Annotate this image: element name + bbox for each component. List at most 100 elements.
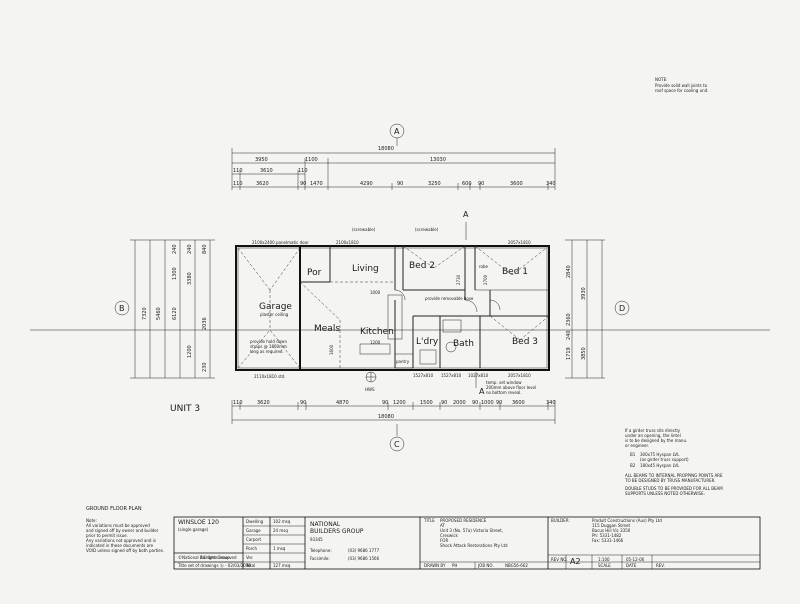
area-label-1: Garage: [246, 528, 261, 533]
dim-left-4: 1300: [172, 267, 178, 280]
window-bath: 1527x810: [441, 373, 462, 378]
dim-bot-2: 90: [300, 400, 306, 406]
model-name: WINSLOE 120: [178, 519, 219, 526]
dim-top-r3-7: 600: [462, 181, 472, 187]
scale-label: SCALE: [598, 563, 611, 568]
area-value-5: 127 msq: [273, 563, 291, 568]
grid-label-b: B: [119, 304, 125, 313]
note-bl-line-2: and signed off by owner and builder: [86, 528, 159, 533]
plan-title: GROUND FLOOR PLAN: [86, 506, 142, 512]
dim-bot-7: 90: [441, 400, 447, 406]
builder-line-5: Fax: 5331-1466: [592, 538, 624, 543]
bed2-screwable: (screwable): [415, 227, 439, 232]
telephone-label: Telephone:: [309, 548, 332, 553]
company-name-2: BUILDERS GROUP: [310, 528, 364, 535]
kitchen-bench: [387, 294, 403, 340]
meals-dim: 1600: [329, 344, 334, 355]
dim-top-r3-2: 90: [300, 181, 306, 187]
dim-bot-3: 4870: [336, 400, 349, 406]
dim-bot-10: 1000: [481, 400, 494, 406]
note-right-line-2: under an opening, the lintel: [625, 433, 681, 438]
dim-bot-0: 110: [233, 400, 243, 406]
unit-label: UNIT 3: [170, 404, 200, 414]
grid-bubble-d: [614, 300, 630, 316]
area-label-3: Porch: [246, 546, 257, 551]
builder-line-4: Ph: 5331-1482: [592, 533, 622, 538]
model-sub: (single garage): [178, 527, 209, 532]
dim-bot-9: 90: [472, 400, 478, 406]
room-bed-2: Bed 2: [409, 261, 435, 271]
note-top-line-1: Provide solid wall joints to: [655, 83, 708, 88]
company-no: 93345: [310, 537, 323, 542]
dim-bot-4: 90: [382, 400, 388, 406]
builder-line-1: Prodult Constructions (Aus) Pty Ltd: [592, 518, 662, 523]
dim-left-0: 7320: [142, 307, 148, 320]
rev-no: A2: [570, 557, 581, 566]
company-name-1: NATIONAL: [310, 521, 341, 528]
hws-label: HWS: [365, 387, 375, 392]
bed1-dim: 2700: [483, 274, 488, 285]
area-label-5: Total: [245, 563, 255, 568]
job-no: NBG56-662: [505, 563, 528, 568]
dim-top-r3-3: 1470: [310, 181, 323, 187]
dim-left-10: 230: [202, 362, 208, 372]
drawn-by: PH: [452, 563, 457, 568]
bed2-dim: 2730: [456, 274, 461, 285]
dim-top-r3-4: 4290: [360, 181, 373, 187]
area-label-4: Ver.: [246, 555, 253, 560]
title-label: TITLE: [423, 518, 435, 523]
window-bed-1: 2057x1810: [508, 240, 531, 245]
title-block: [173, 516, 761, 570]
grid-bubble-b: [114, 300, 130, 316]
room-garage: Garage: [259, 302, 292, 312]
room-kitchen: Kitchen: [360, 327, 394, 337]
note-bl-line-4: Any variations not approved and is: [86, 538, 156, 543]
dim-top-total: 18080: [378, 146, 394, 152]
kitchen-dim: 1200: [370, 340, 381, 345]
dim-bot-5: 1200: [393, 400, 406, 406]
builder-line-2: 115 Duggan Street: [592, 523, 630, 528]
note-bl-line-5: indicated in these documents are: [86, 543, 154, 548]
note-right-line-4: or engineer.: [625, 443, 649, 448]
dim-bot-6: 1500: [420, 400, 433, 406]
dim-top-r3-8: 90: [478, 181, 484, 187]
dim-bot-12: 3600: [512, 400, 525, 406]
area-value-3: 1 msq: [273, 546, 286, 551]
room-bath: Bath: [453, 339, 474, 349]
fax: (03) 9686 1566: [348, 556, 380, 561]
dim-top-r1-1: 1100: [305, 157, 318, 163]
grid-label-c: C: [394, 440, 400, 449]
dim-top-r3-9: 3600: [510, 181, 523, 187]
title-line-3: Unit 3 (No. 57a) Victoria Street,: [440, 528, 503, 533]
note-right-footer-4: DOUBLE STUDS TO BE PROVIDED FOR ALL BEAM: [625, 486, 723, 491]
legend-text-b1-sub: (as girder truss support): [640, 457, 689, 462]
laundry-note-3: no bottom reveal.: [486, 390, 522, 395]
section-mark-bottom: A: [479, 387, 485, 396]
laundry-note-1: temp. set window: [486, 380, 522, 385]
dim-left-1: 5460: [156, 307, 162, 320]
rights: All rights reserved: [200, 555, 237, 560]
dim-top-r2-1: 3610: [260, 168, 273, 174]
living-screwable: (screwable): [352, 227, 376, 232]
scale: 1:100: [598, 557, 610, 562]
room-living: Living: [352, 264, 379, 274]
dim-left-5: 3380: [187, 272, 193, 285]
builder-label: BUILDER:: [551, 518, 570, 523]
window-living: 2100x1810: [336, 240, 359, 245]
note-right-footer-1: ALL BEAMS TO INTERNAL PROPPING POINTS AR…: [625, 473, 723, 478]
garage-subnote: plaster ceiling: [260, 312, 289, 317]
title-line-4: Creswick: [440, 533, 458, 538]
dim-bot-13: 340: [546, 400, 556, 406]
job-label: JOB NO.: [477, 563, 494, 568]
note-bl-title: Note:: [86, 518, 97, 523]
ensuite-note: provide removable hose: [425, 296, 474, 301]
dim-top-r3-0: 110: [233, 181, 243, 187]
legend-text-b2: 180x45 Hyspan LVL: [640, 463, 680, 468]
room-meals: Meals: [314, 324, 340, 334]
title-line-5: FOR: [440, 538, 448, 543]
telephone: (03) 9686 1777: [348, 548, 380, 553]
dim-right-3: 240: [566, 330, 572, 340]
copyright: ©National Builders Group: [178, 555, 230, 560]
area-value-0: 102 msq: [273, 519, 291, 524]
